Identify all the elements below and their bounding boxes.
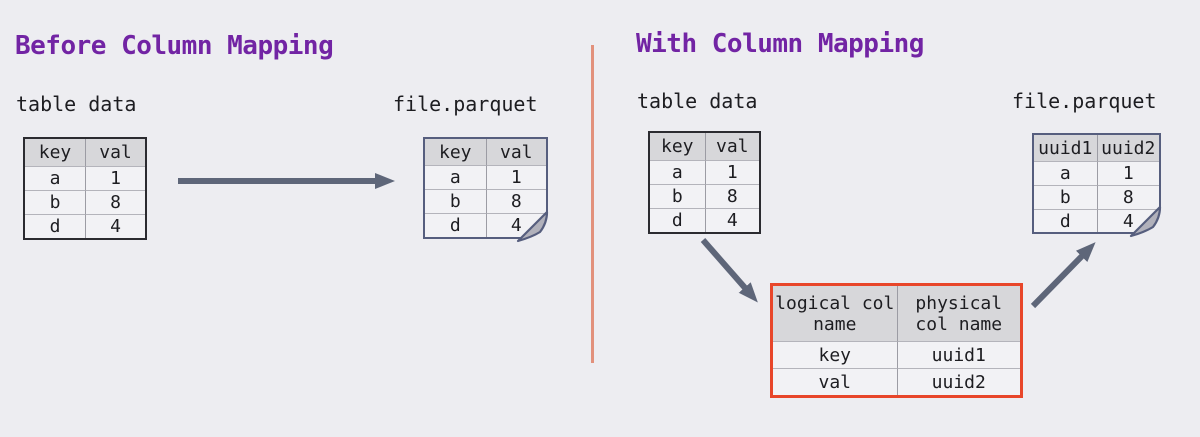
table-header-cell: val [85, 139, 145, 166]
mapping-cell: uuid1 [896, 341, 1020, 368]
table-header-cell: key [425, 139, 486, 165]
table-header-cell: val [485, 139, 546, 165]
mapping-cell: key [773, 341, 897, 368]
table-cell: 1 [704, 160, 759, 184]
table-cell: d [650, 208, 705, 232]
table-cell: b [650, 184, 705, 208]
table-cell: 8 [704, 184, 759, 208]
parquet-file-left: key val a 1 b 8 d 4 [423, 137, 552, 244]
label-file-parquet-right: file.parquet [1012, 89, 1157, 113]
label-table-data-right: table data [637, 89, 758, 113]
table-cell: 4 [704, 208, 759, 232]
panel-divider-line [591, 45, 594, 363]
table-header-cell: key [25, 139, 85, 166]
table-cell: d [1034, 209, 1097, 232]
label-table-data-left: table data [16, 92, 137, 116]
table-cell: b [1034, 185, 1097, 209]
table-cell: d [425, 213, 486, 237]
table-cell: 4 [85, 214, 145, 238]
table-header-cell: uuid2 [1096, 135, 1159, 161]
table-cell: a [650, 160, 705, 184]
table-cell: 1 [85, 166, 145, 190]
table-data-right: key val a 1 b 8 d 4 [648, 131, 761, 234]
title-before-column-mapping: Before Column Mapping [15, 31, 334, 61]
arrow-table-to-mapping [700, 238, 758, 303]
page-fold-icon [1129, 203, 1165, 239]
label-file-parquet-left: file.parquet [393, 92, 538, 116]
arrow-mapping-to-file [1030, 242, 1096, 309]
table-data-left: key val a 1 b 8 d 4 [23, 137, 147, 240]
mapping-cell: val [773, 368, 897, 395]
parquet-table-left: key val a 1 b 8 d 4 [423, 137, 548, 239]
table-cell: a [1034, 161, 1097, 185]
table-cell: 8 [85, 190, 145, 214]
table-cell: b [25, 190, 85, 214]
table-cell: d [25, 214, 85, 238]
table-cell: 1 [1096, 161, 1159, 185]
table-cell: b [425, 189, 486, 213]
table-header-cell: uuid1 [1034, 135, 1097, 161]
table-cell: 8 [1096, 185, 1159, 209]
parquet-file-right: uuid1 uuid2 a 1 b 8 d 4 [1032, 133, 1165, 239]
table-cell: 8 [485, 189, 546, 213]
page-fold-icon [516, 208, 552, 244]
table-cell: a [25, 166, 85, 190]
table-cell: 1 [485, 165, 546, 189]
mapping-header-logical: logical col name [773, 286, 897, 341]
table-header-cell: val [704, 133, 759, 160]
mapping-header-physical: physical col name [896, 286, 1020, 341]
title-with-column-mapping: With Column Mapping [636, 29, 924, 59]
table-header-cell: key [650, 133, 705, 160]
mapping-cell: uuid2 [896, 368, 1020, 395]
column-mapping-table: logical col name physical col name key u… [770, 283, 1023, 398]
table-cell: a [425, 165, 486, 189]
